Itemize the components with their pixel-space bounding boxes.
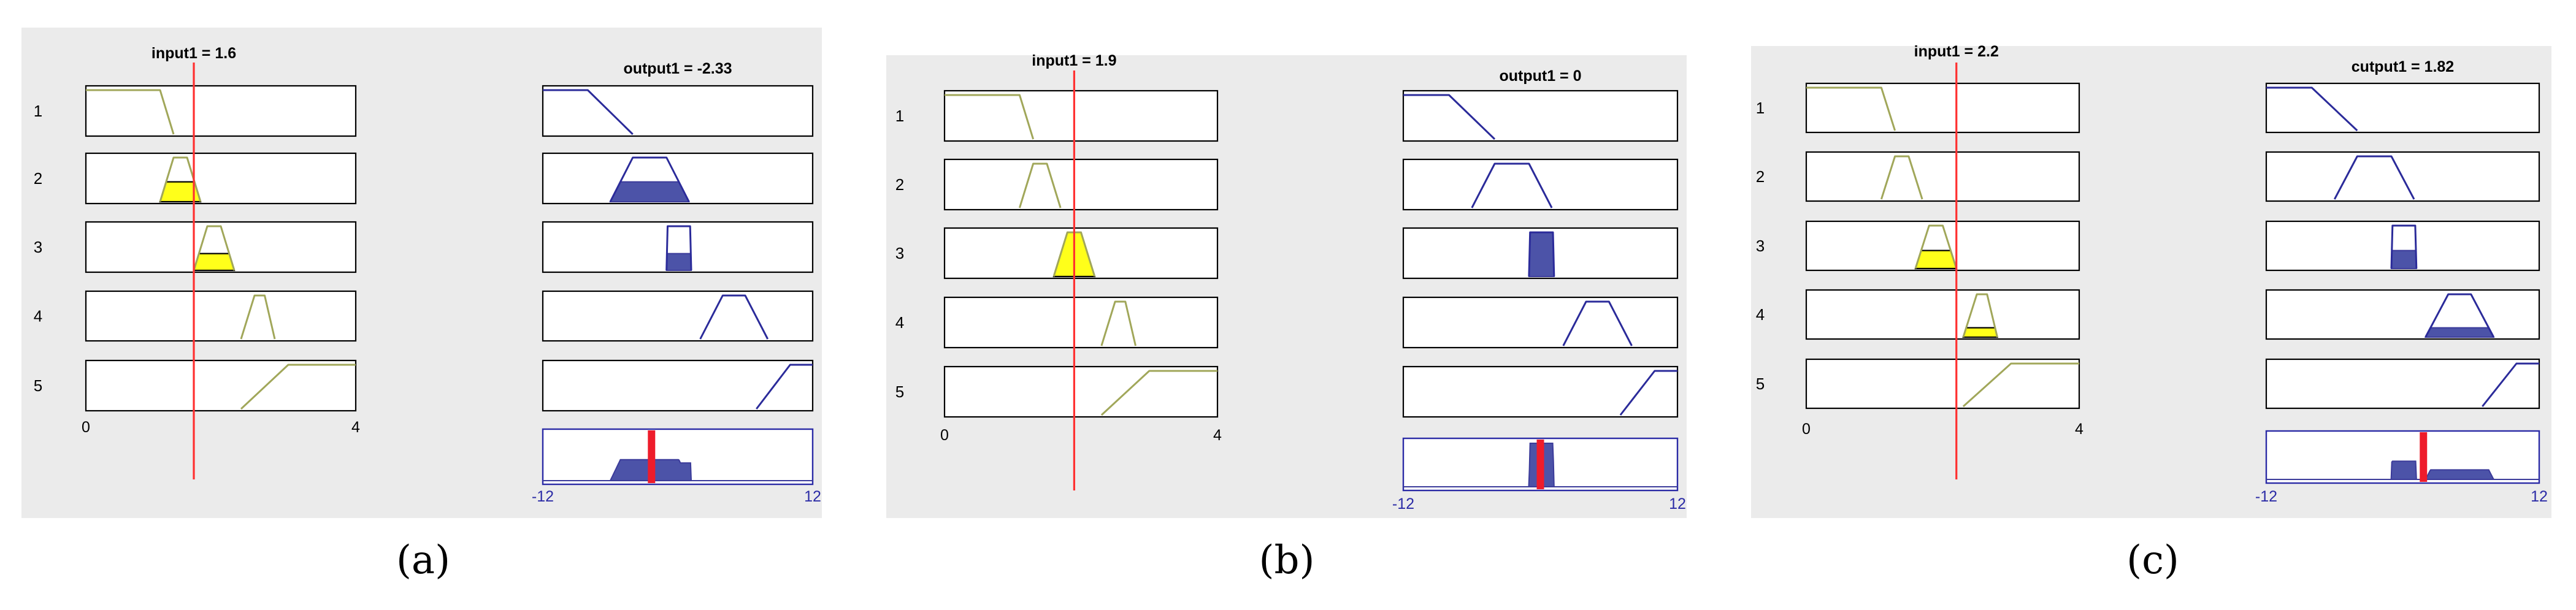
input-mf-curve-2 — [1018, 162, 1062, 208]
input-mf-axes-4 — [1805, 289, 2080, 340]
input-firing-fill-4 — [1962, 327, 1998, 338]
output-mf-curve-2 — [2333, 155, 2415, 200]
output-mf-curve-5 — [756, 364, 813, 410]
input-range-max-label: 4 — [351, 419, 360, 436]
rule-number-5: 5 — [34, 376, 42, 395]
input-range-min-label: 0 — [82, 419, 90, 436]
input-firing-fill-3 — [193, 253, 236, 272]
input-mf-axes-2 — [943, 158, 1219, 211]
input-range-min-label: 0 — [940, 427, 949, 444]
rule-number-1: 1 — [34, 102, 42, 120]
rule-number-3: 3 — [34, 238, 42, 256]
input-mf-axes-5 — [85, 359, 357, 412]
output-mf-curve-3 — [2390, 224, 2418, 269]
output-mf-axes-4 — [2265, 289, 2540, 340]
input-mf-curve-4 — [240, 294, 276, 340]
output-mf-curve-1 — [1403, 94, 1496, 140]
input-mf-axes-2 — [1805, 151, 2080, 202]
rule-number-4: 4 — [34, 307, 42, 326]
output-mf-curve-5 — [1619, 370, 1677, 416]
output-firing-fill-3 — [2390, 250, 2417, 269]
output-value-title: output1 = 0 — [1499, 67, 1581, 85]
input-mf-curve-5 — [240, 364, 356, 410]
output-mf-curve-4 — [2425, 293, 2495, 338]
output-mf-curve-1 — [2266, 86, 2358, 132]
rule-number-5: 5 — [1756, 375, 1765, 393]
output-mf-curve-2 — [1471, 162, 1553, 208]
input-range-min-label: 0 — [1802, 421, 1811, 438]
output-range-max-label: 12 — [2531, 488, 2548, 505]
output-mf-curve-3 — [665, 225, 692, 271]
input-firing-fill-3 — [1914, 250, 1958, 270]
output-mf-curve-2 — [609, 156, 690, 202]
output-value-title: output1 = -2.33 — [623, 60, 732, 77]
output-mf-axes-1 — [1402, 90, 1679, 142]
rule-number-1: 1 — [1756, 99, 1765, 117]
input-mf-axes-5 — [943, 365, 1219, 418]
input-mf-curve-4 — [1962, 293, 1998, 338]
input-mf-axes-4 — [943, 296, 1219, 349]
output-range-max-label: 12 — [804, 488, 821, 505]
rule-number-1: 1 — [895, 107, 904, 125]
rule-number-3: 3 — [1756, 237, 1765, 255]
aggregated-output-shape — [543, 459, 813, 481]
output-firing-fill-4 — [2424, 327, 2495, 338]
output-firing-fill-3 — [665, 253, 692, 271]
rule-number-4: 4 — [1756, 305, 1765, 324]
input-value-title: input1 = 1.9 — [1032, 52, 1116, 69]
output-firing-fill-3 — [1528, 232, 1555, 277]
input-mf-curve-4 — [1100, 300, 1137, 346]
rule-number-3: 3 — [895, 244, 904, 262]
output-mf-axes-4 — [1402, 296, 1679, 349]
subfigure-caption: (c) — [2126, 538, 2179, 583]
input-mf-curve-2 — [1880, 155, 1923, 200]
input-mf-axes-2 — [85, 152, 357, 205]
output-mf-axes-5 — [542, 359, 814, 412]
output-mf-curve-4 — [699, 294, 769, 340]
rule-number-2: 2 — [1756, 167, 1765, 186]
subfigure-caption: (b) — [1259, 538, 1315, 583]
output-mf-axes-5 — [2265, 358, 2540, 410]
subfigure-caption: (a) — [396, 538, 450, 583]
input-mf-axes-1 — [943, 90, 1219, 142]
input-mf-curve-3 — [193, 225, 236, 271]
input-mf-curve-1 — [86, 89, 175, 135]
output-mf-curve-1 — [543, 89, 634, 135]
input-mf-curve-5 — [1962, 362, 2079, 408]
input-mf-curve-1 — [1806, 86, 1896, 131]
input-range-max-label: 4 — [1213, 427, 1222, 444]
input-mf-curve-3 — [1914, 224, 1958, 269]
input-mf-axes-4 — [85, 290, 357, 342]
output-range-min-label: -12 — [1392, 495, 1414, 513]
input-range-max-label: 4 — [2075, 421, 2083, 438]
output-mf-curve-5 — [2482, 362, 2539, 407]
rule-number-2: 2 — [895, 175, 904, 194]
output-value-title: cutput1 = 1.82 — [2352, 58, 2454, 75]
output-mf-axes-5 — [1402, 365, 1679, 418]
output-mf-axes-1 — [542, 85, 814, 137]
output-mf-axes-1 — [2265, 82, 2540, 134]
aggregated-output-shape — [2266, 460, 2539, 480]
output-mf-axes-4 — [542, 290, 814, 342]
output-range-max-label: 12 — [1669, 495, 1686, 513]
input-value-title: input1 = 1.6 — [151, 45, 236, 62]
input-mf-axes-1 — [85, 85, 357, 137]
input-mf-curve-1 — [945, 94, 1035, 140]
rule-number-5: 5 — [895, 383, 904, 401]
rule-number-4: 4 — [895, 313, 904, 332]
input-value-title: input1 = 2.2 — [1914, 43, 1999, 60]
output-firing-fill-2 — [609, 181, 690, 202]
output-range-min-label: -12 — [532, 488, 554, 505]
rule-number-2: 2 — [34, 169, 42, 188]
input-mf-curve-5 — [1100, 370, 1217, 416]
output-mf-curve-3 — [1528, 231, 1555, 277]
output-mf-curve-4 — [1562, 300, 1633, 346]
input-mf-axes-1 — [1805, 82, 2080, 134]
output-range-min-label: -12 — [2255, 488, 2277, 505]
input-mf-axes-5 — [1805, 358, 2080, 410]
